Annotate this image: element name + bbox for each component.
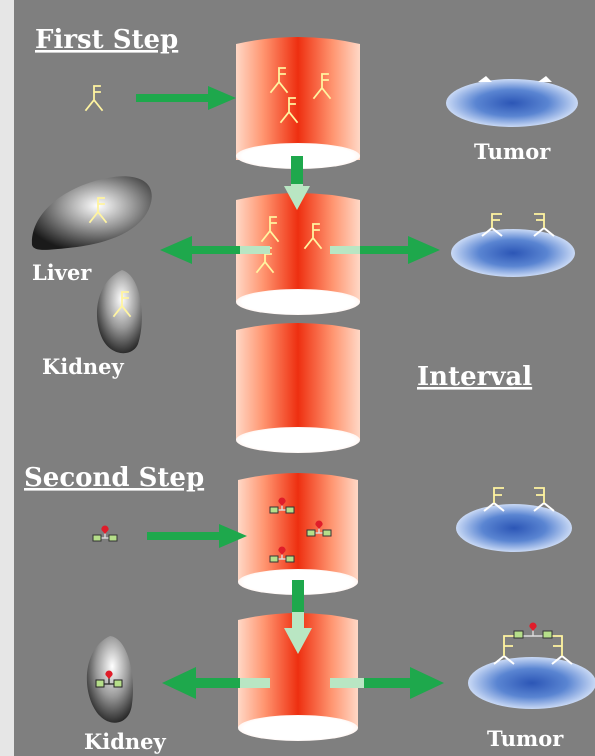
kidney-label: Kidney	[42, 354, 125, 379]
liver-label: Liver	[32, 260, 92, 285]
blood-vessel-cylinder	[236, 37, 360, 169]
first-step-heading: First Step	[35, 25, 178, 55]
kidney-label: Kidney	[84, 729, 167, 754]
second-step-heading: Second Step	[24, 463, 204, 493]
blood-vessel-cylinder	[236, 323, 360, 453]
left-border-strip	[0, 0, 14, 756]
tumor-label: Tumor	[474, 139, 551, 164]
tumor-label: Tumor	[487, 726, 564, 751]
blood-vessel-cylinder	[238, 473, 358, 595]
interval-label: Interval	[417, 362, 532, 392]
